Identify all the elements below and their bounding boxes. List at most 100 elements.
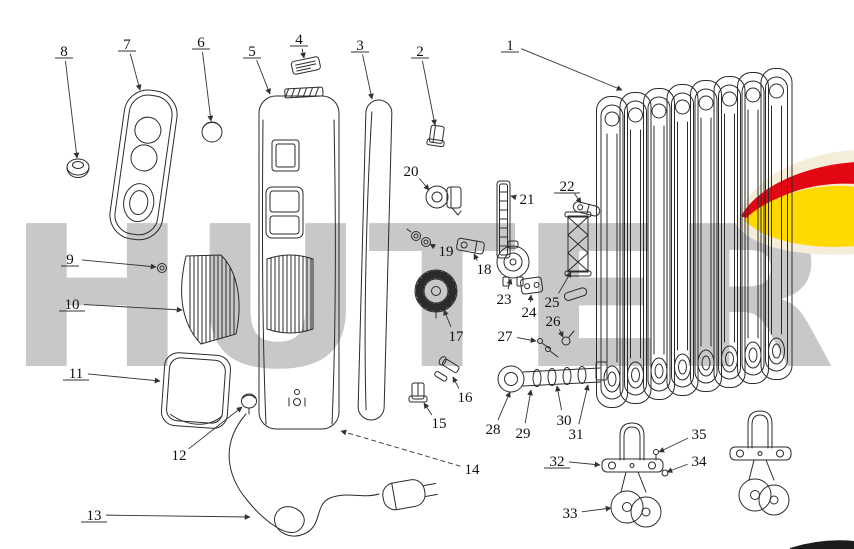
part-callout-15: 15 <box>423 402 447 432</box>
part-number-20: 20 <box>404 164 419 180</box>
clip-25b <box>563 287 588 301</box>
heating-element-assembly <box>497 361 608 393</box>
part-number-12: 12 <box>172 448 187 464</box>
thermostat <box>496 240 530 287</box>
part-callout-22: 22 <box>554 179 582 204</box>
part-number-22: 22 <box>560 179 575 195</box>
brand-flame-logo <box>736 150 854 255</box>
part-callout-26: 26 <box>546 314 564 338</box>
grommet <box>157 263 167 273</box>
part-number-19: 19 <box>439 244 454 260</box>
part-number-30: 30 <box>557 413 572 429</box>
part-callout-6: 6 <box>192 35 214 122</box>
vent-grille-strip <box>496 180 511 259</box>
part-callout-28: 28 <box>486 391 511 438</box>
part-callout-11: 11 <box>63 366 161 384</box>
part-callout-34: 34 <box>666 454 708 473</box>
small-knob <box>241 393 257 415</box>
part-number-35: 35 <box>692 427 707 443</box>
part-callout-10: 10 <box>59 297 183 313</box>
part-callout-29: 29 <box>516 389 533 442</box>
part-callout-14: 14 <box>340 429 480 478</box>
fastener-26 <box>561 330 575 346</box>
part-callout-21: 21 <box>510 192 535 208</box>
side-pocket-panel <box>160 352 231 429</box>
finned-ring <box>414 269 458 319</box>
part-callout-33: 33 <box>563 505 612 522</box>
part-number-13: 13 <box>87 508 102 524</box>
part-number-4: 4 <box>295 32 303 48</box>
part-number-31: 31 <box>569 427 584 443</box>
screw-16 <box>438 356 460 374</box>
part-number-6: 6 <box>197 35 205 51</box>
part-callout-1: 1 <box>501 38 623 91</box>
part-number-3: 3 <box>356 38 364 54</box>
part-callout-18: 18 <box>473 253 492 278</box>
part-callout-19: 19 <box>429 243 454 260</box>
part-number-10: 10 <box>65 297 80 313</box>
front-panel <box>258 86 340 430</box>
part-number-28: 28 <box>486 422 501 438</box>
caster-bolt-34 <box>661 469 669 477</box>
part-callout-3: 3 <box>351 38 374 100</box>
part-callout-8: 8 <box>55 44 80 159</box>
power-cord <box>228 413 438 537</box>
part-callout-16: 16 <box>452 376 474 406</box>
power-plug <box>382 479 438 511</box>
part-number-18: 18 <box>477 262 492 278</box>
part-number-1: 1 <box>506 38 514 54</box>
part-callout-35: 35 <box>658 427 707 453</box>
mounting-clip <box>426 124 445 148</box>
caster-assembly-right <box>729 410 792 516</box>
part-callout-13: 13 <box>81 508 251 524</box>
part-number-26: 26 <box>546 314 562 330</box>
part-callout-30: 30 <box>555 385 572 429</box>
part-number-33: 33 <box>563 506 578 522</box>
vent-grille-panel <box>181 254 240 345</box>
rating-label-plate <box>290 56 321 75</box>
control-knob <box>66 158 90 178</box>
part-number-34: 34 <box>692 454 708 470</box>
screws-27 <box>537 338 559 358</box>
part-callout-20: 20 <box>404 164 430 191</box>
screw-16b <box>434 371 448 382</box>
caster-bolt-35 <box>653 449 659 461</box>
part-callouts: 1234567891011121314151617181920212223242… <box>55 32 707 524</box>
part-number-21: 21 <box>520 192 535 208</box>
part-number-7: 7 <box>123 37 131 53</box>
part-callout-23: 23 <box>497 278 513 308</box>
part-number-16: 16 <box>458 390 474 406</box>
part-callout-2: 2 <box>411 44 437 126</box>
part-number-25: 25 <box>545 295 560 311</box>
part-callout-5: 5 <box>243 44 271 95</box>
control-housing <box>109 89 178 241</box>
part-callout-25: 25 <box>545 271 572 311</box>
part-number-9: 9 <box>66 252 74 268</box>
part-number-11: 11 <box>69 366 83 382</box>
bracket-24 <box>520 276 544 295</box>
heater-lattice-element <box>564 211 592 277</box>
part-number-23: 23 <box>497 292 512 308</box>
part-callout-12: 12 <box>172 406 243 464</box>
part-callout-7: 7 <box>118 37 142 91</box>
part-number-2: 2 <box>416 44 424 60</box>
part-number-8: 8 <box>60 44 68 60</box>
part-number-17: 17 <box>449 329 465 345</box>
part-callout-17: 17 <box>443 309 465 345</box>
part-callout-31: 31 <box>569 384 590 443</box>
part-number-32: 32 <box>550 454 565 470</box>
part-callout-27: 27 <box>498 329 537 345</box>
bracket-18 <box>456 237 485 255</box>
part-callout-32: 32 <box>544 454 601 470</box>
part-callout-9: 9 <box>61 252 157 270</box>
switch-part <box>425 185 462 216</box>
bracket-15 <box>408 382 428 403</box>
part-number-24: 24 <box>522 305 538 321</box>
part-callout-4: 4 <box>290 32 308 59</box>
part-callout-24: 24 <box>522 294 538 321</box>
fastener-19 <box>406 228 431 247</box>
page-corner-mark <box>790 540 854 549</box>
round-cap <box>201 121 223 143</box>
part-number-15: 15 <box>432 416 447 432</box>
